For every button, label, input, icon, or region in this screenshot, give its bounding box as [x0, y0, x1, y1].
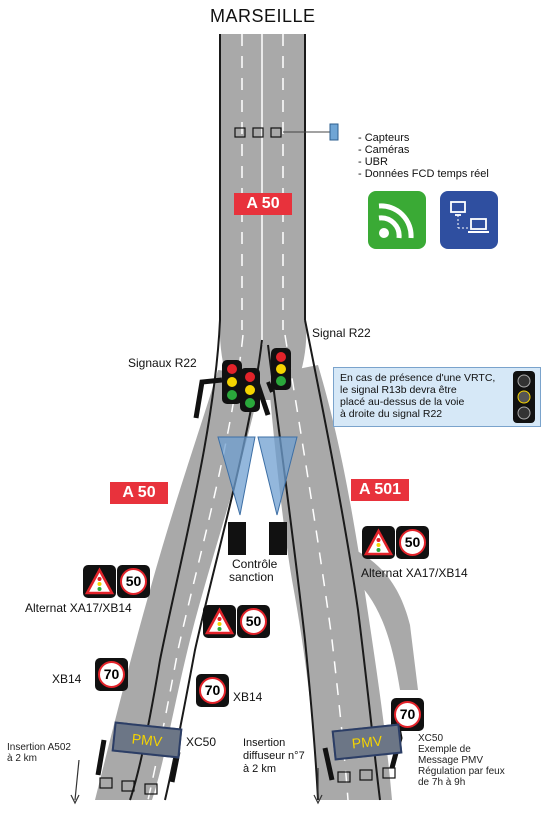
insertion-left-label: Insertion A502 à 2 km: [7, 742, 71, 764]
sanction-label: sanction: [229, 570, 274, 584]
sensor-box: [329, 123, 339, 141]
speed-limit-value: 50: [240, 608, 267, 635]
wifi-icon: [368, 191, 426, 249]
detector-loops-left: [99, 777, 158, 795]
speed-limit-sign-xc50-right: 70: [391, 698, 424, 731]
controle-label: Contrôle: [232, 557, 278, 571]
signal-r22-label: Signal R22: [312, 326, 371, 340]
xb14-left-label: XB14: [52, 672, 82, 686]
warning-traffic-light-sign-mid: [203, 605, 236, 638]
road-name-right: A 501: [351, 479, 409, 501]
speed-limit-sign-mid: 50: [237, 605, 270, 638]
network-icon: [440, 191, 498, 249]
note-line: En cas de présence d'une VRTC,: [340, 372, 496, 384]
road-name-main: A 50: [234, 193, 292, 215]
signaux-r22-label: Signaux R22: [128, 356, 197, 370]
right-branch-road: [268, 365, 392, 800]
speed-limit-sign-xb14-mid: 70: [196, 674, 229, 707]
sensor-item: - Capteurs: [358, 132, 410, 144]
xc50-right-label: XC50 Exemple de Message PMV Régulation p…: [418, 733, 505, 788]
exit-ramp: [345, 545, 418, 690]
traffic-light-left-b: [240, 368, 260, 412]
warning-traffic-light-sign-right: [362, 526, 395, 559]
alternat-left-label: Alternat XA17/XB14: [25, 601, 132, 615]
page-title: MARSEILLE: [210, 6, 316, 26]
xc50-left-label: XC50: [186, 735, 217, 749]
speed-limit-value: 50: [399, 529, 426, 556]
alternat-right-label: Alternat XA17/XB14: [361, 566, 468, 580]
pmv-right-text: PMV: [351, 732, 383, 752]
pmv-left-text: PMV: [131, 730, 163, 750]
sensor-item: - Caméras: [358, 144, 410, 156]
traffic-light-right: [271, 348, 291, 390]
camera-beam-left: [217, 436, 256, 516]
note-line: à droite du signal R22: [340, 408, 443, 420]
detector-loops-right: [337, 767, 396, 783]
sensor-list: - Capteurs - Caméras - UBR - Données FCD…: [358, 132, 489, 180]
xb14-mid-label: XB14: [233, 690, 263, 704]
note-line: le signal R13b devra être: [340, 384, 457, 396]
control-post-left: [228, 522, 246, 555]
control-post-right: [269, 522, 287, 555]
detector-loops-top: [234, 127, 282, 138]
main-road: [219, 34, 307, 400]
speed-limit-value: 70: [98, 661, 125, 688]
warning-traffic-light-sign-left: [83, 565, 116, 598]
vrtc-note: En cas de présence d'une VRTC, le signal…: [333, 367, 541, 427]
traffic-light-left-a: [222, 360, 242, 404]
sensor-item: - UBR: [358, 156, 388, 168]
speed-limit-sign-alternat-right: 50: [396, 526, 429, 559]
camera-beam-right: [257, 436, 298, 516]
insertion-mid-label: Insertion diffuseur n°7 à 2 km: [243, 737, 305, 775]
r13b-signal-icon: [513, 371, 535, 423]
speed-limit-value: 70: [199, 677, 226, 704]
speed-limit-sign-alternat-left: 50: [117, 565, 150, 598]
speed-limit-sign-xb14-left: 70: [95, 658, 128, 691]
left-branch-road: [95, 370, 262, 800]
note-line: placé au-dessus de la voie: [340, 396, 465, 408]
road-name-left: A 50: [110, 482, 168, 504]
sensor-item: - Données FCD temps réel: [358, 168, 489, 180]
speed-limit-value: 70: [394, 701, 421, 728]
speed-limit-value: 50: [120, 568, 147, 595]
